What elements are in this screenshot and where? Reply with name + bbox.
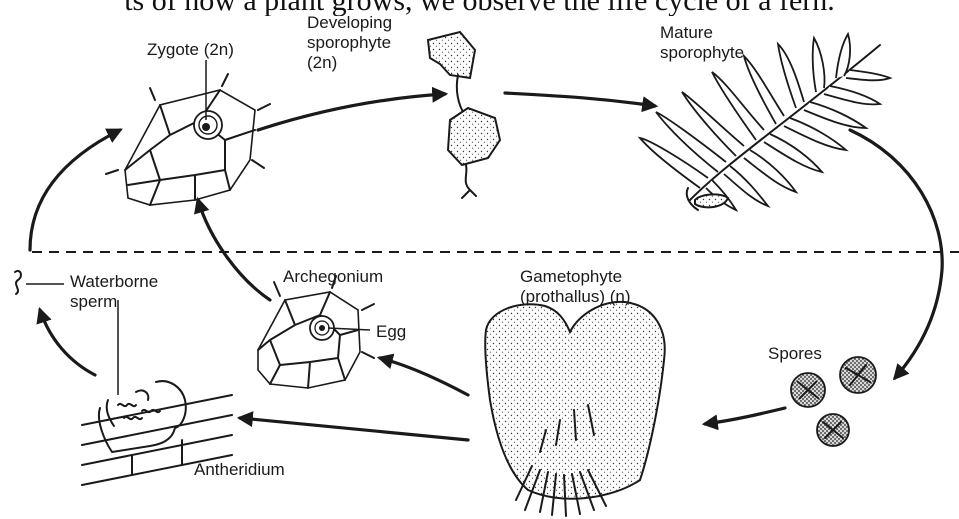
label-developing-line2: sporophyte: [307, 33, 391, 53]
label-waterborne-line2: sperm: [70, 292, 117, 312]
arrow-mature-to-spores: [850, 130, 942, 378]
label-gametophyte-line1: Gametophyte: [520, 267, 622, 287]
label-archegonium: Archegonium: [283, 267, 383, 287]
archegonium-illustration: [258, 276, 374, 388]
label-waterborne-line1: Waterborne: [70, 272, 158, 292]
arrow-developing-to-mature: [505, 93, 655, 106]
arrow-zygote-to-developing: [258, 94, 445, 130]
label-antheridium: Antheridium: [194, 460, 285, 480]
arrow-archegonium-to-zygote: [198, 200, 270, 300]
waterborne-sperm-illustration: [15, 271, 64, 294]
label-mature-line1: Mature: [660, 23, 713, 43]
label-developing-line1: Developing: [307, 13, 392, 33]
arrow-gametophyte-to-antheridium: [240, 418, 468, 440]
label-developing-line3: (2n): [307, 53, 337, 73]
zygote-illustration: [106, 60, 270, 205]
label-mature-line2: sporophyte: [660, 43, 744, 63]
gametophyte-illustration: [485, 302, 664, 516]
label-spores: Spores: [768, 344, 822, 364]
arrow-sperm-to-zygote: [30, 130, 120, 250]
arrow-spores-to-gametophyte: [705, 408, 785, 424]
developing-sporophyte-illustration: [428, 32, 500, 198]
spores-illustration: [791, 357, 876, 446]
antheridium-illustration: [82, 300, 232, 485]
label-egg: Egg: [376, 322, 406, 342]
label-gametophyte-line2: (prothallus) (n): [520, 287, 631, 307]
arrow-antheridium-to-sperm: [40, 310, 95, 375]
label-zygote: Zygote (2n): [147, 40, 234, 60]
arrow-gametophyte-to-archegonium: [380, 358, 468, 395]
